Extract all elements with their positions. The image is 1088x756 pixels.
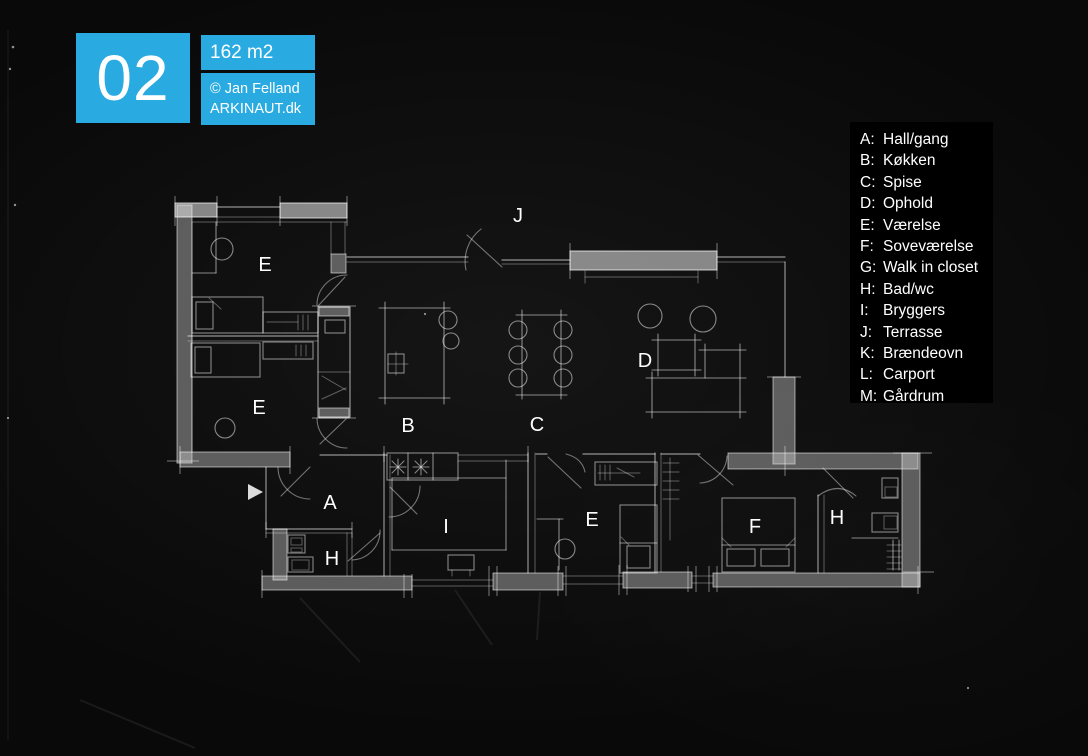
legend-label: Gårdrum bbox=[883, 387, 945, 405]
area-badge: 162 m2 bbox=[201, 35, 315, 70]
credit-badge: © Jan Felland ARKINAUT.dk bbox=[201, 73, 315, 125]
credit-author: © Jan Felland bbox=[210, 81, 300, 97]
room-label: F bbox=[749, 516, 761, 538]
legend-key: G: bbox=[860, 259, 877, 277]
room-label: E bbox=[585, 509, 598, 531]
legend-label: Walk in closet bbox=[883, 259, 979, 277]
legend-label: Køkken bbox=[883, 152, 936, 170]
room-label: H bbox=[830, 507, 844, 529]
legend-key: E: bbox=[860, 216, 875, 234]
room-label: D bbox=[638, 350, 652, 372]
legend-label: Hall/gang bbox=[883, 131, 949, 148]
legend-row: G: Walk in closet bbox=[860, 257, 991, 278]
plan-number: 02 bbox=[96, 42, 170, 114]
room-label: E bbox=[252, 397, 265, 419]
labels-layer: E E A H B I J C E D F H bbox=[252, 205, 844, 570]
room-label: H bbox=[325, 548, 339, 570]
legend-row: J: Terrasse bbox=[860, 322, 991, 343]
walls-layer bbox=[176, 204, 921, 591]
legend-label: Carport bbox=[883, 366, 935, 384]
legend-label: Værelse bbox=[883, 216, 941, 234]
legend-row: H: Bad/wc bbox=[860, 279, 991, 300]
legend-key: L: bbox=[860, 366, 873, 384]
legend-key: H: bbox=[860, 280, 876, 298]
furniture-layer bbox=[190, 237, 902, 577]
legend-row: D: Ophold bbox=[860, 193, 991, 214]
room-label: I bbox=[443, 516, 449, 538]
area-label: 162 m2 bbox=[210, 41, 274, 63]
thin-walls-layer bbox=[187, 206, 825, 587]
room-label: J bbox=[513, 205, 523, 227]
windows-layer bbox=[174, 202, 718, 271]
legend-key: I: bbox=[860, 302, 869, 320]
ticks-layer bbox=[167, 196, 934, 598]
room-label: E bbox=[258, 254, 271, 276]
legend-key: F: bbox=[860, 238, 874, 256]
legend-row: I: Bryggers bbox=[860, 300, 991, 321]
legend-key: C: bbox=[860, 173, 876, 191]
credit-site: ARKINAUT.dk bbox=[210, 101, 302, 117]
legend-key: J: bbox=[860, 323, 873, 341]
legend-label: Ophold bbox=[883, 195, 933, 213]
legend-key: B: bbox=[860, 152, 875, 170]
legend-key: K: bbox=[860, 345, 875, 363]
room-label: B bbox=[401, 415, 414, 437]
room-label: A bbox=[323, 492, 337, 514]
legend-key: D: bbox=[860, 195, 876, 213]
legend-key: M: bbox=[860, 387, 878, 405]
legend-label: Bryggers bbox=[883, 302, 946, 320]
doors-layer bbox=[277, 228, 857, 562]
legend-row: E: Værelse bbox=[860, 215, 991, 236]
legend-key: A: bbox=[860, 131, 875, 148]
legend-row: L: Carport bbox=[860, 364, 991, 385]
legend-row: B: Køkken bbox=[860, 150, 991, 171]
legend-row: K: Brændeovn bbox=[860, 343, 991, 364]
legend-row: F: Soveværelse bbox=[860, 236, 991, 257]
legend-label: Spise bbox=[883, 173, 922, 191]
legend-row: A: Hall/gang bbox=[860, 129, 991, 150]
entrance-arrow bbox=[248, 484, 263, 500]
legend-row: C: Spise bbox=[860, 172, 991, 193]
legend-row: M: Gårdrum bbox=[860, 386, 991, 407]
legend-label: Soveværelse bbox=[883, 238, 974, 256]
legend-label: Terrasse bbox=[883, 323, 943, 341]
room-label: C bbox=[530, 414, 544, 436]
scan-artifacts bbox=[6, 30, 970, 749]
legend-label: Bad/wc bbox=[883, 280, 934, 298]
legend-label: Brændeovn bbox=[883, 345, 964, 363]
plan-number-badge: 02 bbox=[76, 33, 190, 123]
